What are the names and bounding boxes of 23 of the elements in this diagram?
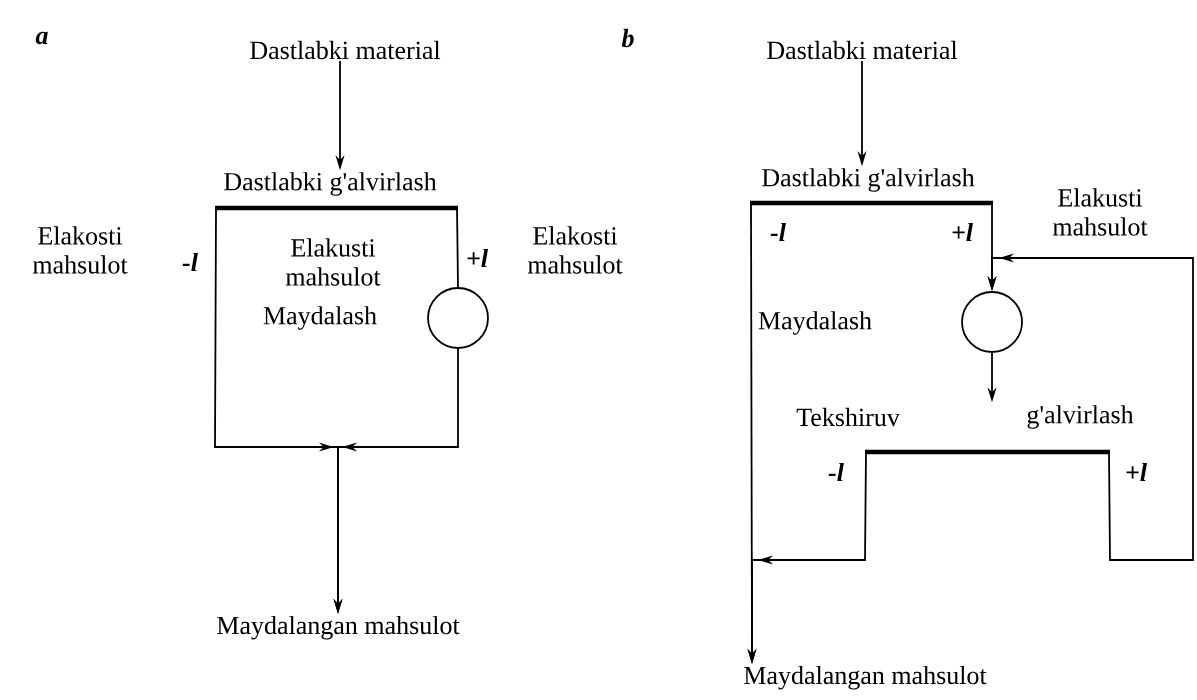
text-label: Maydalash xyxy=(263,306,377,330)
text-label: Tekshiruv xyxy=(796,407,900,427)
fraction-symbol: +l xyxy=(1126,463,1147,481)
fraction-symbol: -l xyxy=(770,223,786,241)
text-label: Maydalash xyxy=(758,311,872,335)
text-label: Elakusti mahsulot xyxy=(285,238,381,286)
panel-letter: a xyxy=(35,31,48,45)
fraction-symbol: -l xyxy=(828,463,844,481)
text-label: Dastlabki material xyxy=(767,40,958,60)
fraction-symbol: +l xyxy=(952,223,973,241)
text-label: Dastlabki material xyxy=(250,40,441,60)
text-label: Dastlabki g'alvirlash xyxy=(762,168,975,192)
text-label: Elakosti mahsulot xyxy=(32,226,128,274)
connector-line xyxy=(456,207,459,288)
text-label: g'alvirlash xyxy=(1027,405,1134,429)
text-label: Dastlabki g'alvirlash xyxy=(224,172,437,196)
fraction-symbol: +l xyxy=(467,249,488,267)
text-label: Elakosti mahsulot xyxy=(527,226,623,274)
panel-letter: b xyxy=(621,28,634,48)
fraction-symbol: -l xyxy=(182,253,198,271)
text-label: Elakusti mahsulot xyxy=(1052,188,1148,236)
text-label: Maydalangan mahsulot xyxy=(744,665,987,690)
text-label: Maydalangan mahsulot xyxy=(217,615,460,640)
